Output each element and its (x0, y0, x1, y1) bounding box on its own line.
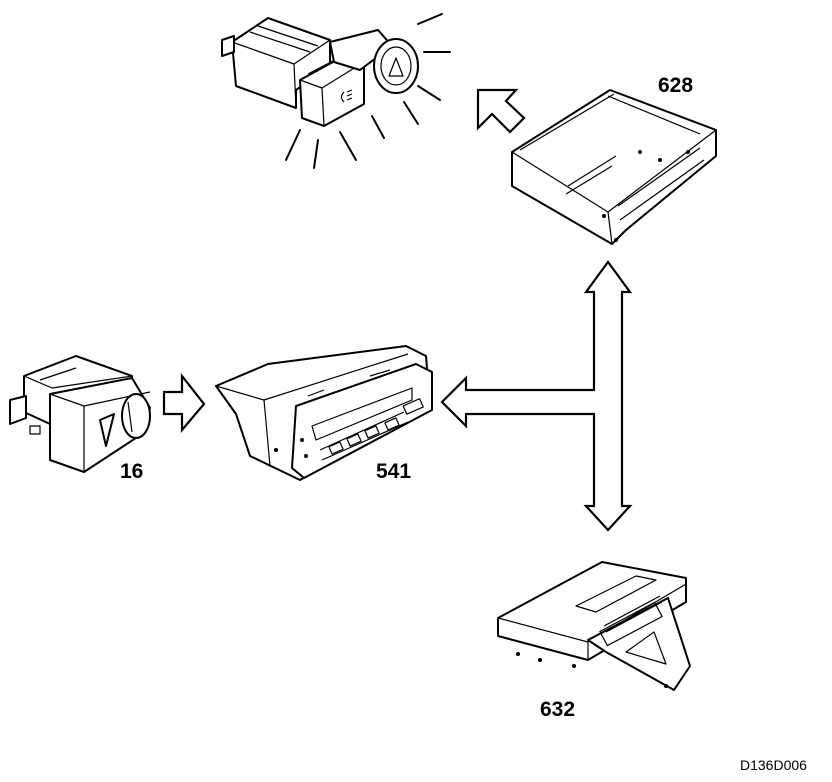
signal-arrow-to-switches (476, 88, 526, 134)
reference-code: D136D006 (740, 757, 807, 773)
data-bus-arrows (440, 260, 633, 532)
control-unit-628 (511, 89, 717, 245)
label-632: 632 (540, 698, 575, 721)
label-541: 541 (376, 460, 411, 483)
label-16: 16 (120, 460, 143, 483)
label-628: 628 (658, 74, 693, 97)
arrow-switch-to-display (162, 372, 206, 434)
display-unit-541 (215, 345, 433, 481)
fog-light-switch-assembly (221, 13, 451, 169)
control-module-632 (497, 561, 691, 691)
switch-16 (9, 355, 151, 473)
